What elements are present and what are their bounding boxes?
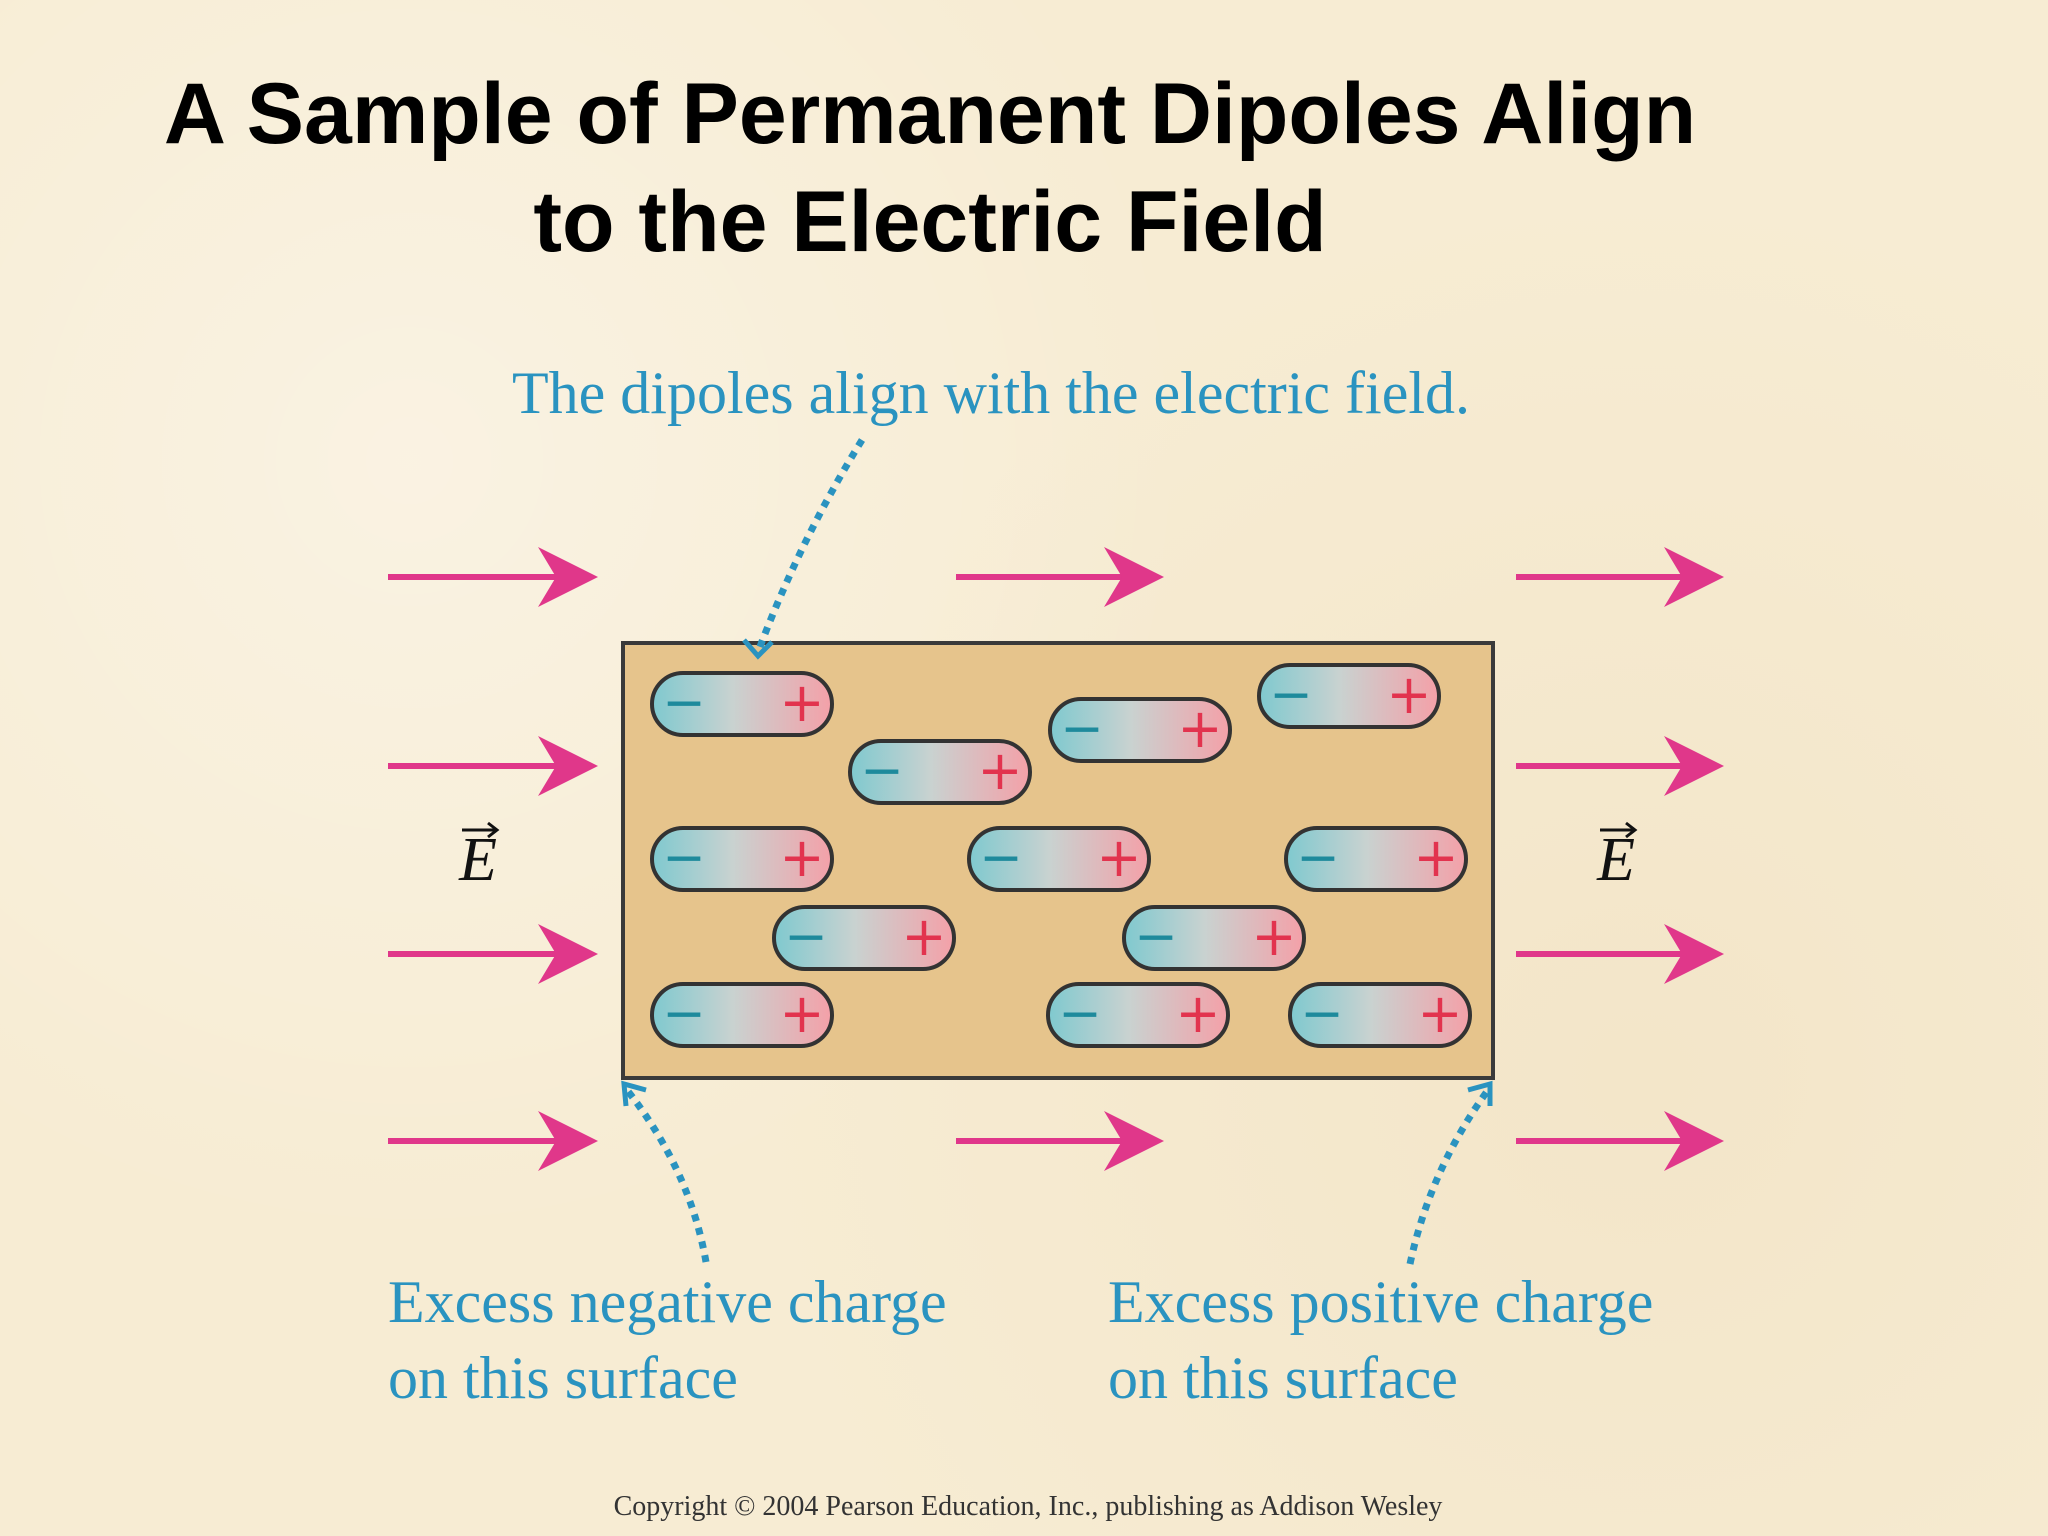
dipole: −+ [650, 982, 834, 1048]
positive-sign: + [1175, 982, 1220, 1045]
positive-sign: + [779, 671, 824, 734]
right-label-line-1: Excess positive charge [1108, 1269, 1653, 1335]
negative-sign: − [1300, 984, 1344, 1044]
dipole-body [848, 739, 1032, 805]
positive-sign: + [1417, 982, 1462, 1045]
negative-sign: − [1269, 665, 1313, 725]
dipole: −+ [1122, 905, 1306, 971]
dipole-body [967, 826, 1151, 892]
dipole-body [1048, 697, 1232, 763]
dipoles: −+−+−+−+−+−+−+−+−+−+−+−+ [650, 663, 1472, 1048]
field-symbol-left: E [458, 821, 500, 894]
slide-title: A Sample of Permanent Dipoles Align to t… [0, 60, 1860, 276]
negative-sign: − [1296, 828, 1340, 888]
dipole: −+ [1284, 826, 1468, 892]
dipole: −+ [1048, 697, 1232, 763]
dipole-body [1288, 982, 1472, 1048]
negative-sign: − [662, 828, 706, 888]
dipole: −+ [650, 826, 834, 892]
dipole-body [650, 671, 834, 737]
positive-sign: + [1386, 663, 1431, 726]
dipole-body [650, 826, 834, 892]
negative-sign: − [1134, 907, 1178, 967]
positive-sign: + [1096, 826, 1141, 889]
positive-sign: + [1177, 697, 1222, 760]
dipole: −+ [1288, 982, 1472, 1048]
svg-text:E: E [1596, 826, 1635, 894]
negative-sign: − [662, 984, 706, 1044]
dipole: −+ [967, 826, 1151, 892]
negative-sign: − [1060, 699, 1104, 759]
dipole-body [1284, 826, 1468, 892]
dipole-body [1046, 982, 1230, 1048]
negative-sign: − [1058, 984, 1102, 1044]
dipole: −+ [772, 905, 956, 971]
copyright-text: Copyright © 2004 Pearson Education, Inc.… [614, 1491, 1443, 1522]
positive-sign: + [779, 826, 824, 889]
field-arrows [388, 547, 1724, 1171]
positive-sign: + [1251, 905, 1296, 968]
pointer-right [1406, 1080, 1493, 1265]
title-line-1: A Sample of Permanent Dipoles Align [163, 66, 1697, 162]
negative-sign: − [662, 673, 706, 733]
dipole-body [650, 982, 834, 1048]
negative-sign: − [784, 907, 828, 967]
positive-sign: + [779, 982, 824, 1045]
dipole-body [1257, 663, 1441, 729]
dipole: −+ [1046, 982, 1230, 1048]
dipole: −+ [848, 739, 1032, 805]
left-label-line-2: on this surface [388, 1345, 738, 1411]
negative-sign: − [979, 828, 1023, 888]
dipole: −+ [650, 671, 834, 737]
pointer-top [742, 438, 865, 660]
positive-sign: + [1413, 826, 1458, 889]
dipole: −+ [1257, 663, 1441, 729]
title-line-2: to the Electric Field [533, 174, 1327, 270]
dipole-body [772, 905, 956, 971]
left-label-line-1: Excess negative charge [388, 1269, 947, 1335]
right-label-line-2: on this surface [1108, 1345, 1458, 1411]
negative-sign: − [860, 741, 904, 801]
field-symbol-right: E [1596, 821, 1638, 894]
pointer-left [621, 1080, 710, 1263]
positive-sign: + [977, 739, 1022, 802]
positive-sign: + [901, 905, 946, 968]
svg-text:E: E [458, 826, 497, 894]
dipole-body [1122, 905, 1306, 971]
top-label: The dipoles align with the electric fiel… [512, 360, 1470, 426]
